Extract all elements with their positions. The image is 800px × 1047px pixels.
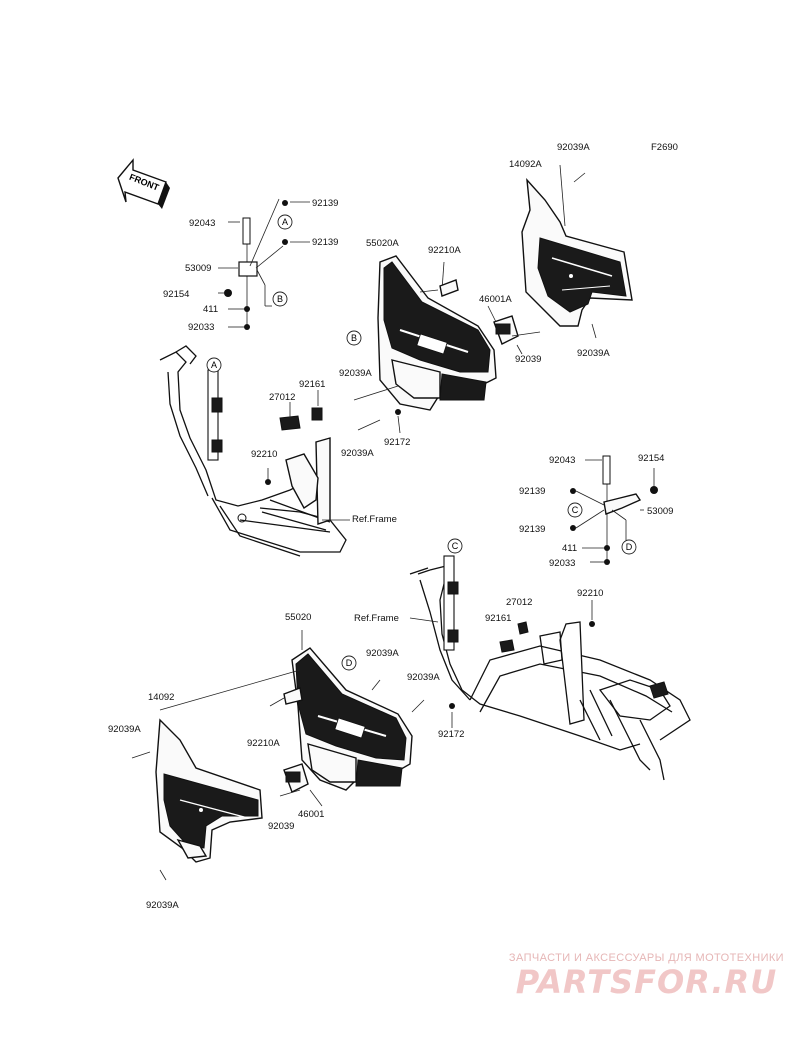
hardware-stack-right	[570, 455, 658, 565]
callout-d-panel: D	[341, 655, 357, 671]
label-92210a: 92210A	[247, 738, 280, 749]
grommet-92139-mid	[282, 239, 288, 245]
bolt-92154	[650, 486, 658, 494]
grommet-92139-mid	[570, 525, 576, 531]
label-92210: 92210	[251, 449, 277, 460]
bracket-46001	[279, 763, 323, 807]
label-92139: 92139	[519, 524, 545, 535]
label-92172: 92172	[384, 437, 410, 448]
label-53009: 53009	[185, 263, 211, 274]
washer-411	[244, 306, 250, 312]
label-92139: 92139	[312, 237, 338, 248]
hardware-stack-upper	[218, 198, 310, 330]
label-92043: 92043	[189, 218, 215, 229]
bolt-92154	[224, 289, 232, 297]
bracket-53009	[238, 261, 258, 277]
watermark-logo: PARTSFOR.RU	[515, 963, 778, 1001]
svg-text:C: C	[452, 541, 459, 551]
label-53009: 53009	[647, 506, 673, 517]
label-14092a: 14092A	[509, 159, 542, 170]
label-92033: 92033	[549, 558, 575, 569]
svg-text:D: D	[346, 658, 353, 668]
label-92154: 92154	[163, 289, 189, 300]
svg-text:B: B	[351, 333, 357, 343]
nut-92033	[244, 324, 250, 330]
panel-55020	[269, 630, 455, 791]
label-92161: 92161	[485, 613, 511, 624]
label-92210a: 92210A	[428, 245, 461, 256]
label-92039: 92039	[515, 354, 541, 365]
callout-c-frame: C	[447, 538, 463, 554]
label-55020a: 55020A	[366, 238, 399, 249]
bracket-46001a	[493, 315, 541, 355]
label-92039a: 92039A	[339, 368, 372, 379]
label-55020: 55020	[285, 612, 311, 623]
label-92039a: 92039A	[146, 900, 179, 911]
watermark-subtitle: ЗАПЧАСТИ И АКСЕССУАРЫ ДЛЯ МОТОТЕХНИКИ	[508, 952, 784, 964]
svg-text:A: A	[282, 217, 288, 227]
label-92043: 92043	[549, 455, 575, 466]
label-92039a: 92039A	[577, 348, 610, 359]
ref-frame-right: Ref.Frame	[354, 613, 399, 624]
svg-text:A: A	[211, 360, 217, 370]
svg-text:C: C	[572, 505, 579, 515]
svg-text:B: B	[277, 294, 283, 304]
front-arrow-icon: FRONT	[117, 158, 170, 209]
label-92154: 92154	[638, 453, 664, 464]
label-27012: 27012	[506, 597, 532, 608]
bracket-92210a	[439, 279, 459, 297]
bracket-53009	[603, 493, 642, 515]
washer-411	[604, 545, 610, 551]
frame-left	[159, 345, 350, 557]
diagram-code: F2690	[651, 142, 678, 153]
callout-d-upper: D	[621, 539, 637, 555]
grommet-92139-top	[570, 488, 576, 494]
panel-55020a	[377, 255, 497, 411]
callout-b-panel: B	[346, 330, 362, 346]
label-92039a: 92039A	[557, 142, 590, 153]
label-92172: 92172	[438, 729, 464, 740]
label-92139: 92139	[312, 198, 338, 209]
label-411: 411	[562, 543, 577, 554]
label-46001a: 46001A	[479, 294, 512, 305]
bolt-92043	[602, 455, 611, 485]
label-92033: 92033	[188, 322, 214, 333]
frame-right	[409, 555, 691, 781]
ref-frame-left: Ref.Frame	[352, 514, 397, 525]
label-92039a: 92039A	[407, 672, 440, 683]
nut-92033	[604, 559, 610, 565]
panel-14092a	[521, 164, 633, 339]
label-92039a: 92039A	[341, 448, 374, 459]
bolt-92043	[242, 217, 251, 245]
label-27012: 27012	[269, 392, 295, 403]
label-92039a: 92039A	[108, 724, 141, 735]
panel-14092	[131, 669, 301, 881]
callout-a-frame: A	[206, 357, 222, 373]
watermark: ЗАПЧАСТИ И АКСЕССУАРЫ ДЛЯ МОТОТЕХНИКИ PA…	[509, 952, 784, 1000]
label-92210: 92210	[577, 588, 603, 599]
screws-upper-middle	[353, 385, 401, 434]
callout-c-upper: C	[567, 502, 583, 518]
label-14092: 14092	[148, 692, 174, 703]
label-92161: 92161	[299, 379, 325, 390]
callout-a-upper: A	[277, 214, 293, 230]
label-92039: 92039	[268, 821, 294, 832]
svg-text:D: D	[626, 542, 633, 552]
grommet-92139-top	[282, 200, 288, 206]
label-92039a: 92039A	[366, 648, 399, 659]
label-46001: 46001	[298, 809, 324, 820]
label-92139: 92139	[519, 486, 545, 497]
label-411: 411	[203, 304, 218, 315]
callout-b-upper: B	[272, 291, 288, 307]
